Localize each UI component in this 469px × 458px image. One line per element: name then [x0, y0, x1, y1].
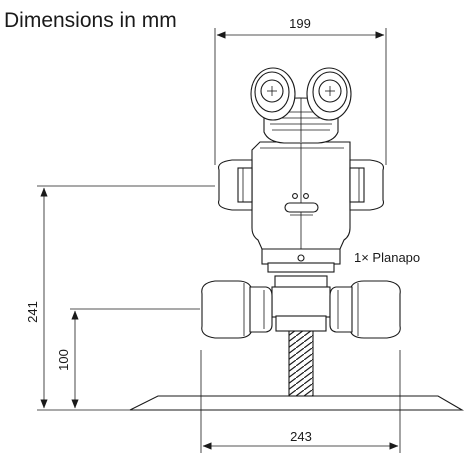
zoom-knob-right-icon	[349, 159, 385, 211]
focus-knob-right-icon	[329, 280, 401, 339]
eyepiece-right-icon	[306, 67, 352, 121]
focus-height-value: 100	[56, 349, 71, 371]
objective	[261, 247, 341, 273]
drawing-title: Dimensions in mm	[4, 9, 177, 32]
stand-base	[129, 395, 465, 411]
microscope-body	[251, 141, 351, 250]
height-dimensions: 241 100	[25, 185, 215, 411]
width-dimension: 199	[214, 16, 387, 165]
eyepiece-left-icon	[250, 67, 296, 121]
focus-drive	[201, 275, 401, 339]
objective-label: 1× Planapo	[354, 250, 420, 265]
base-width-value: 243	[290, 429, 312, 444]
zoom-knob-left-icon	[217, 159, 253, 211]
focus-column	[288, 329, 314, 397]
total-height-value: 241	[25, 301, 40, 323]
focus-knob-left-icon	[201, 280, 273, 339]
base-width-dimension: 243	[200, 350, 401, 453]
width-value: 199	[289, 16, 311, 31]
